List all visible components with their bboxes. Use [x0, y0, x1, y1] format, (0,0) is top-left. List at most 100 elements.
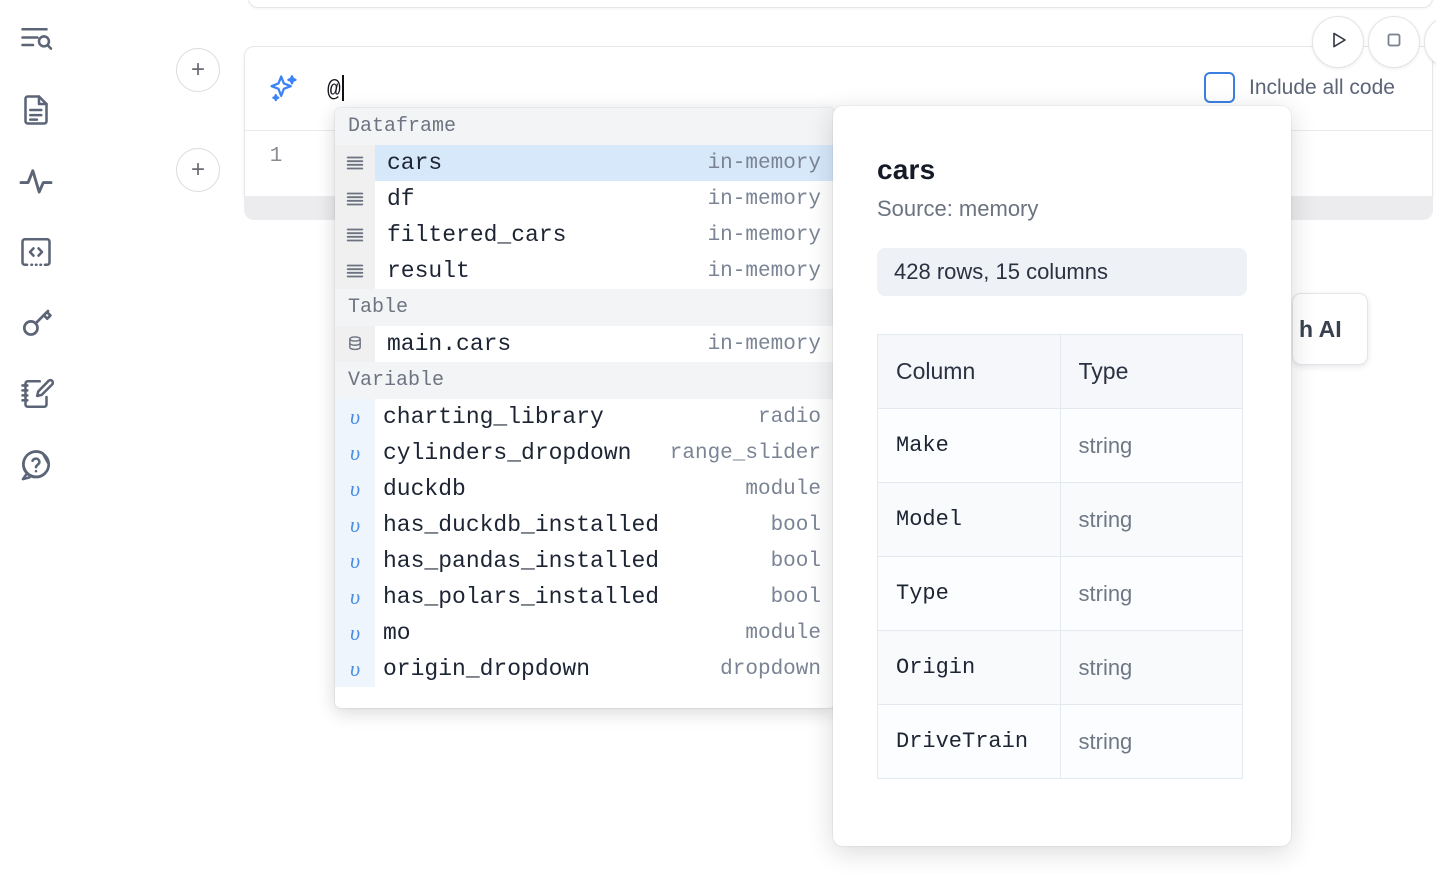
- include-all-code-label: Include all code: [1249, 75, 1395, 99]
- sidebar-item-snippets[interactable]: [13, 229, 59, 275]
- completion-item-type: in-memory: [707, 187, 821, 211]
- activity-pulse-icon: [17, 162, 55, 200]
- run-cell-button[interactable]: [1312, 16, 1364, 68]
- completion-item-name: has_duckdb_installed: [383, 512, 660, 538]
- completion-item-name: df: [387, 186, 415, 212]
- completion-item-type: in-memory: [707, 259, 821, 283]
- completion-item[interactable]: υ has_duckdb_installed bool: [335, 507, 835, 543]
- schema-column-type: string: [1059, 704, 1243, 779]
- detail-source: Source: memory: [877, 196, 1039, 221]
- outline-search-icon: [18, 21, 54, 57]
- completion-item-type: radio: [757, 405, 821, 429]
- completion-item-type: module: [745, 477, 821, 501]
- code-editor-row[interactable]: 1: [245, 131, 1432, 204]
- completion-group-header: Dataframe: [335, 108, 835, 145]
- include-all-code-row[interactable]: Include all code: [1204, 72, 1395, 103]
- sidebar-item-activity[interactable]: [13, 158, 59, 204]
- ai-sparkle-icon: [267, 72, 301, 106]
- stop-cell-button[interactable]: [1368, 16, 1420, 68]
- sidebar-item-secrets[interactable]: [13, 300, 59, 346]
- completion-item-type: bool: [770, 513, 821, 537]
- completion-detail-panel: cars Source: memory 428 rows, 15 columns…: [833, 106, 1291, 846]
- schema-column-type: string: [1059, 482, 1243, 557]
- completion-item[interactable]: df in-memory: [335, 181, 835, 217]
- completion-item-name: has_polars_installed: [383, 584, 660, 610]
- schema-column-name: Make: [877, 408, 1061, 483]
- completion-item-type: in-memory: [707, 332, 821, 356]
- variable-kind-icon: υ: [335, 615, 375, 651]
- completion-group-header: Variable: [335, 362, 835, 399]
- completion-item-name: result: [387, 258, 470, 284]
- secrets-key-icon: [18, 305, 54, 341]
- completion-item-type: in-memory: [707, 223, 821, 247]
- schema-column-name: Type: [877, 556, 1061, 631]
- variable-kind-icon: υ: [335, 543, 375, 579]
- generate-with-ai-button[interactable]: h AI: [1292, 293, 1368, 365]
- schema-column-type: string: [1059, 630, 1243, 705]
- sidebar-item-files[interactable]: [13, 87, 59, 133]
- schema-column-name: Model: [877, 482, 1061, 557]
- snippets-code-icon: [18, 234, 54, 270]
- play-triangle-icon: [1326, 28, 1350, 57]
- left-sidebar-rail: [0, 0, 72, 874]
- completion-item-type: dropdown: [720, 657, 821, 681]
- completion-item[interactable]: υ has_polars_installed bool: [335, 579, 835, 615]
- add-cell-button-below[interactable]: +: [176, 148, 220, 192]
- completion-item-name: has_pandas_installed: [383, 548, 660, 574]
- add-cell-button-above[interactable]: +: [176, 48, 220, 92]
- previous-cell-bottom-edge: [248, 0, 1433, 8]
- completion-item-name: mo: [383, 620, 411, 646]
- schema-header-column: Column: [877, 334, 1061, 409]
- table-kind-icon: [335, 326, 375, 362]
- dataframe-kind-icon: [335, 253, 375, 289]
- code-line-number: 1: [269, 145, 283, 168]
- completion-item-type: bool: [770, 585, 821, 609]
- completion-item[interactable]: main.cars in-memory: [335, 326, 835, 362]
- help-question-icon: [18, 447, 54, 483]
- completion-item-name: filtered_cars: [387, 222, 567, 248]
- variable-kind-icon: υ: [335, 507, 375, 543]
- schema-column-type: string: [1059, 408, 1243, 483]
- stop-square-icon: [1382, 28, 1406, 57]
- ai-prompt-value: @: [327, 76, 341, 103]
- variable-kind-icon: υ: [335, 579, 375, 615]
- schema-column-type: string: [1059, 556, 1243, 631]
- completion-item[interactable]: filtered_cars in-memory: [335, 217, 835, 253]
- dataframe-kind-icon: [335, 217, 375, 253]
- completion-item-name: charting_library: [383, 404, 604, 430]
- variable-kind-icon: υ: [335, 651, 375, 687]
- ai-prompt-input[interactable]: @: [327, 74, 344, 103]
- variable-kind-icon: υ: [335, 435, 375, 471]
- completion-item[interactable]: υ origin_dropdown dropdown: [335, 651, 835, 687]
- sidebar-item-scratchpad[interactable]: [13, 371, 59, 417]
- sidebar-item-help[interactable]: [13, 442, 59, 488]
- sidebar-item-outline[interactable]: [13, 16, 59, 62]
- detail-shape-badge: 428 rows, 15 columns: [877, 248, 1247, 296]
- dataframe-kind-icon: [335, 145, 375, 181]
- file-explorer-icon: [18, 92, 54, 128]
- completion-item-name: origin_dropdown: [383, 656, 591, 682]
- schema-header-row: Column Type: [877, 334, 1243, 409]
- completion-item-name: cars: [387, 150, 443, 176]
- include-all-code-checkbox[interactable]: [1204, 72, 1235, 103]
- completion-item-name: main.cars: [387, 331, 512, 357]
- dataframe-kind-icon: [335, 181, 375, 217]
- completion-item-name: duckdb: [383, 476, 466, 502]
- schema-column-name: DriveTrain: [877, 704, 1061, 779]
- detail-title: cars: [877, 154, 936, 185]
- completion-item[interactable]: result in-memory: [335, 253, 835, 289]
